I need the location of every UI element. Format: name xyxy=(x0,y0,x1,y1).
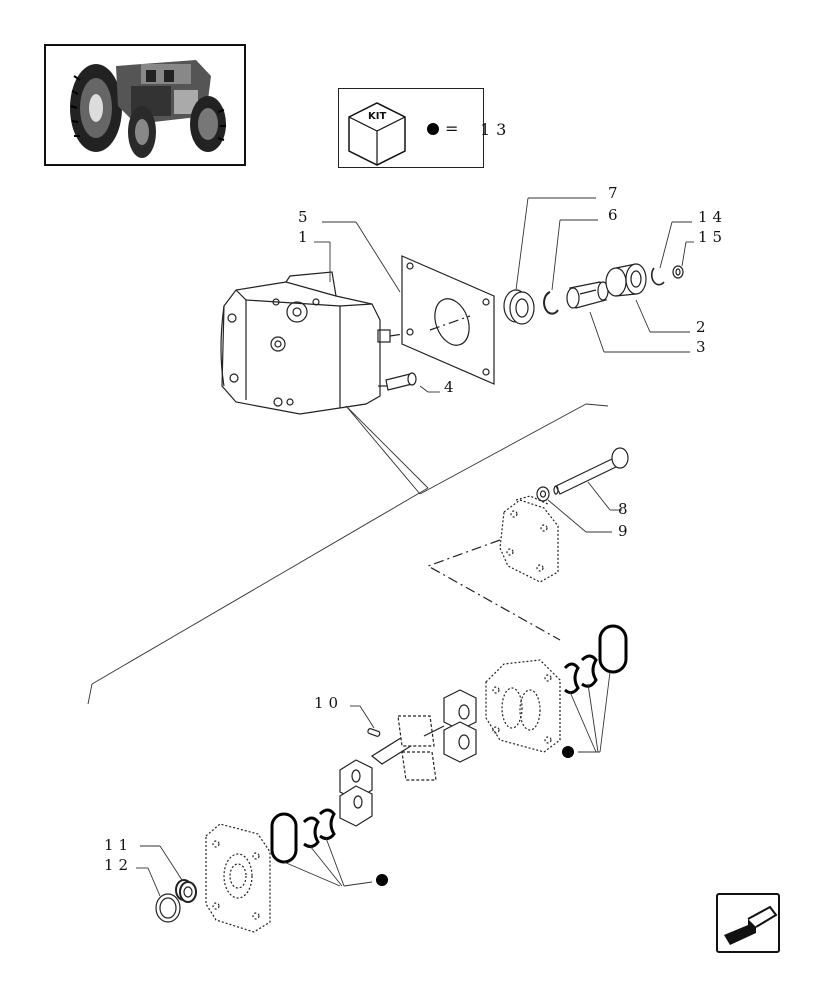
kit-equals: = xyxy=(445,119,459,138)
kit-cube-icon xyxy=(348,102,439,166)
callout-4: 4 xyxy=(444,378,459,396)
bearing-bushes-part xyxy=(339,689,477,827)
long-bolt-part-8 xyxy=(553,447,629,495)
seal-ring-part-7 xyxy=(503,289,535,325)
kit-legend: KIT = xyxy=(338,88,484,168)
circlip-part-12 xyxy=(155,893,181,923)
snap-ring-part-6 xyxy=(543,291,559,315)
kit-number-text: 13 xyxy=(480,120,513,139)
callout-5: 5 xyxy=(298,208,313,226)
previous-page-button[interactable] xyxy=(716,893,780,953)
kit-bullet-icon xyxy=(427,123,439,135)
shaft-seal-part-11 xyxy=(175,879,197,903)
callout-7: 7 xyxy=(608,184,623,202)
washer-part-9 xyxy=(536,486,550,502)
front-cover-part xyxy=(205,823,271,933)
rear-cover-part xyxy=(499,495,559,583)
callout-3: 3 xyxy=(696,338,711,356)
previous-page-arrow-icon xyxy=(724,905,778,945)
callout-11: 11 xyxy=(104,836,134,854)
callout-8: 8 xyxy=(618,500,633,518)
pump-housing-part xyxy=(485,659,561,753)
o-ring-seals-left xyxy=(270,808,336,864)
o-ring-seals-right xyxy=(563,624,628,695)
kit-label: KIT xyxy=(368,111,387,122)
callout-10: 10 xyxy=(314,694,344,712)
bushing-part-2 xyxy=(605,263,647,297)
callout-2: 2 xyxy=(696,318,711,336)
callout-1: 1 xyxy=(298,228,313,246)
callout-12: 12 xyxy=(104,856,134,874)
callout-15: 15 xyxy=(698,228,728,246)
flange-gasket-part xyxy=(401,255,495,385)
coupling-part-3 xyxy=(566,281,609,309)
bolt-part-4 xyxy=(385,372,417,391)
gear-shaft-part xyxy=(370,715,445,781)
callout-6: 6 xyxy=(608,206,623,224)
washer-part-15 xyxy=(672,265,684,279)
circlip-part-14 xyxy=(650,267,665,286)
callout-14: 14 xyxy=(698,208,728,226)
tractor-thumbnail-icon xyxy=(44,44,246,166)
pump-body-part xyxy=(220,271,431,415)
callout-9: 9 xyxy=(618,522,633,540)
